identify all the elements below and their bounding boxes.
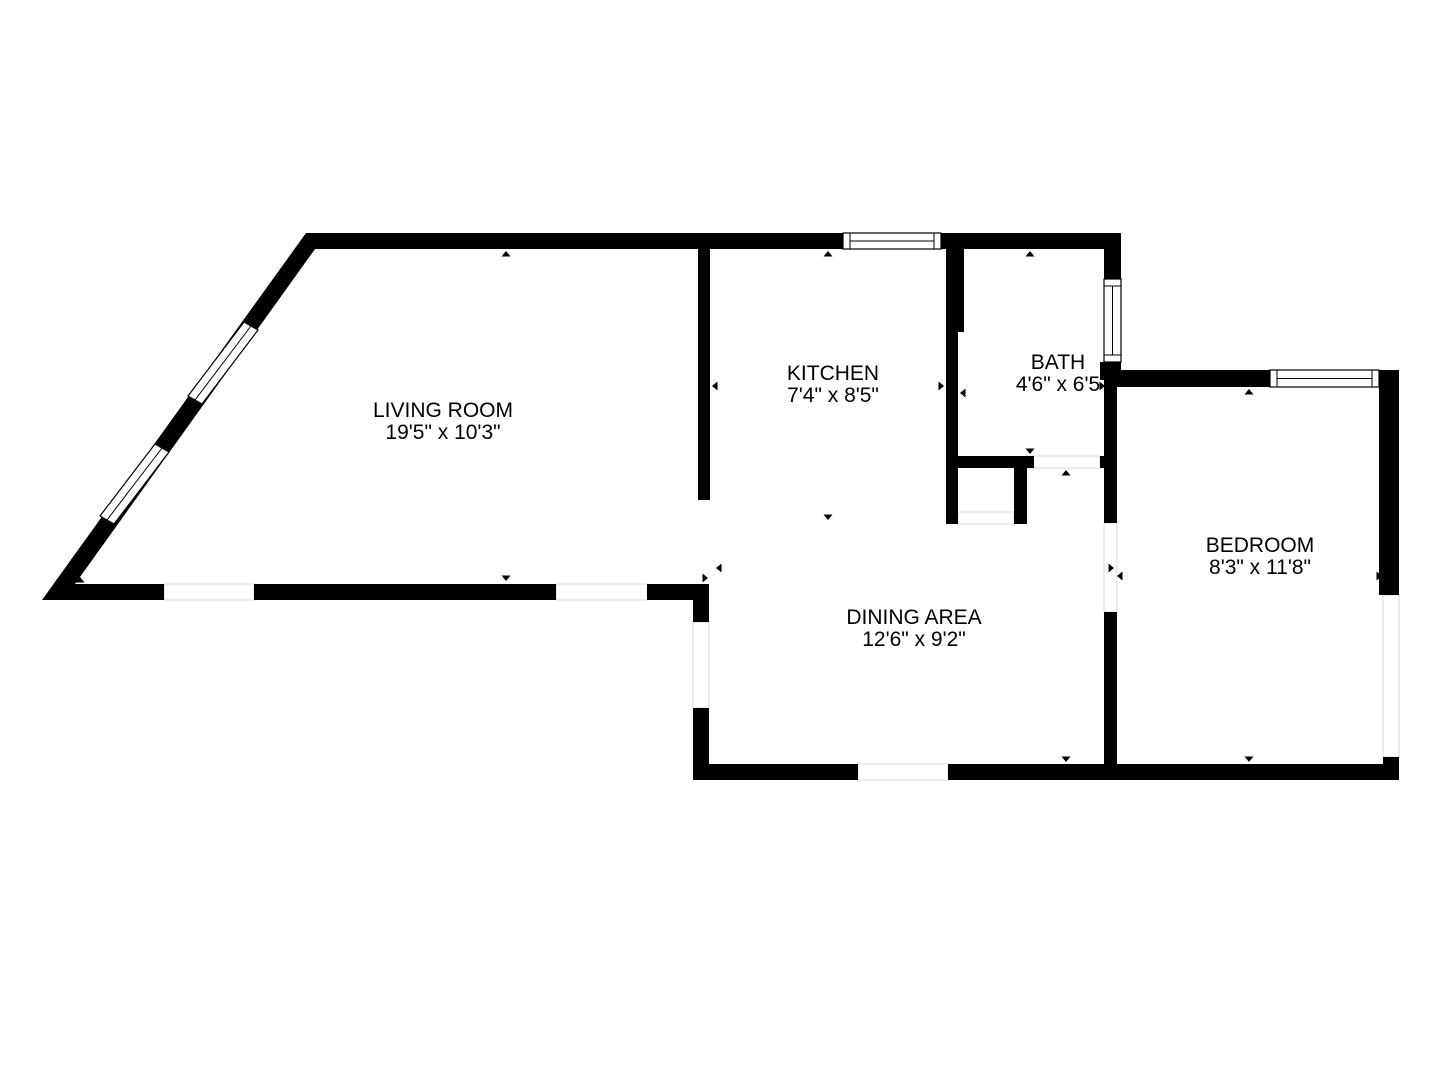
- room-name: DINING AREA: [846, 606, 982, 629]
- dimension-arrow-icon: [1061, 756, 1071, 762]
- room-dimensions: 19'5" x 10'3": [385, 421, 501, 444]
- opening-living-opening-1: [163, 583, 255, 601]
- room-name: KITCHEN: [786, 362, 880, 385]
- door-openings: [163, 455, 1400, 781]
- room-label-bath: BATH 4'6" x 6'5: [1016, 352, 1100, 396]
- walls: [42, 233, 1399, 780]
- wall-segment: [1104, 233, 1121, 279]
- room-label-dining-area: DINING AREA 12'6" x 9'2": [846, 607, 981, 651]
- dimension-arrow-icon: [823, 251, 833, 257]
- dimension-arrow-icon: [702, 573, 708, 583]
- dimension-arrow-icon: [75, 577, 85, 583]
- dimension-arrow-icon: [501, 575, 511, 581]
- dimension-arrow-icon: [712, 381, 718, 391]
- dimension-arrow-icon: [501, 251, 511, 257]
- wall-segment: [698, 249, 710, 500]
- dimension-arrow-icon: [1244, 389, 1254, 395]
- wall-segment: [1100, 456, 1106, 468]
- window-pane-line: [194, 325, 252, 401]
- opening-living-opening-2: [555, 583, 648, 601]
- wall-segment: [693, 708, 709, 780]
- room-dimensions: 12'6" x 9'2": [862, 628, 966, 651]
- opening-bath-door: [1026, 455, 1101, 469]
- dimension-arrow-icon: [1099, 381, 1105, 391]
- wall-segment: [1104, 612, 1117, 780]
- windows: [99, 232, 1380, 525]
- room-dimensions: 4'6" x 6'5: [1015, 373, 1101, 396]
- wall-segment: [693, 764, 858, 780]
- window-pane-line: [106, 447, 163, 521]
- dimension-arrow-icon: [960, 388, 966, 398]
- opening-dining-opening-west: [692, 621, 710, 709]
- dimension-arrow-icon: [938, 381, 944, 391]
- wall-segment: [946, 332, 958, 524]
- room-label-bedroom: BEDROOM 8'3" x 11'8": [1206, 535, 1315, 579]
- dimension-arrow-icon: [1061, 470, 1071, 476]
- dimension-arrow-icon: [1025, 448, 1035, 454]
- opening-bedroom-opening-east: [1382, 594, 1400, 758]
- wall-segment: [948, 764, 1398, 780]
- wall-segment: [1383, 757, 1399, 780]
- wall-segment: [1104, 370, 1276, 387]
- dimension-arrow-icon: [716, 563, 722, 573]
- dimension-arrow-icon: [1244, 756, 1254, 762]
- wall-segment: [693, 584, 709, 622]
- room-dimensions: 7'4" x 8'5": [787, 384, 879, 407]
- wall-segment: [1104, 370, 1117, 523]
- wall-segment: [946, 249, 964, 332]
- wall-segment: [1014, 456, 1027, 524]
- dimension-arrow-icon: [1376, 571, 1382, 581]
- dimension-markers: [75, 251, 1382, 762]
- room-name: BEDROOM: [1205, 534, 1315, 557]
- room-name: LIVING ROOM: [372, 399, 514, 422]
- dimension-arrow-icon: [1117, 571, 1123, 581]
- opening-dining-opening-south: [857, 763, 949, 781]
- dimension-arrow-icon: [823, 514, 833, 520]
- dimension-arrow-icon: [1025, 251, 1035, 257]
- room-label-kitchen: KITCHEN 7'4" x 8'5": [787, 363, 879, 407]
- wall-segment: [254, 584, 556, 600]
- room-name: BATH: [1030, 351, 1086, 374]
- opening-closet-opening: [957, 511, 1015, 525]
- wall-segment: [1379, 370, 1399, 595]
- dimension-arrow-icon: [1108, 563, 1114, 573]
- room-dimensions: 8'3" x 11'8": [1209, 556, 1311, 579]
- room-label-living-room: LIVING ROOM 19'5" x 10'3": [373, 400, 513, 444]
